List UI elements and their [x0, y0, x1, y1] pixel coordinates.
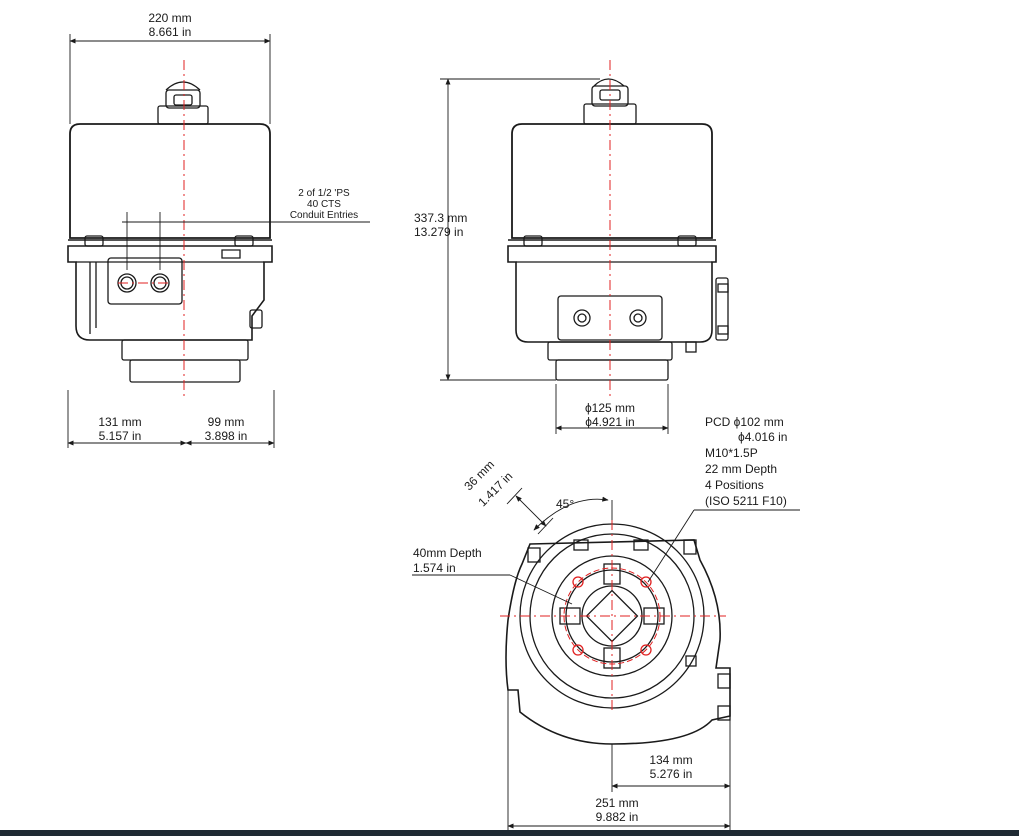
front-left-in: 5.157 in — [98, 429, 142, 443]
conduit-label-line1: 2 of 1/2 'PS — [298, 188, 350, 199]
pcd-line4: 22 mm Depth — [705, 462, 778, 476]
depth-mm: 40mm Depth — [413, 546, 482, 560]
bottom-dimensions — [412, 487, 800, 832]
bottom-width-mm: 251 mm — [595, 796, 639, 810]
pcd-line3: M10*1.5P — [705, 446, 758, 460]
front-width-mm: 220 mm — [148, 11, 192, 25]
conduit-label-line2: 40 CTS — [307, 199, 341, 210]
bottom-width-in: 9.882 in — [595, 810, 639, 824]
output-boss — [129, 359, 241, 383]
indicator-base — [157, 105, 209, 125]
side-view — [507, 78, 729, 381]
pcd-line6: (ISO 5211 F10) — [705, 494, 787, 508]
conduit-label-line3: Conduit Entries — [289, 210, 359, 221]
pcd-line5: 4 Positions — [705, 478, 764, 492]
side-plug — [249, 309, 263, 329]
drive-square — [585, 589, 639, 643]
indicator-dome-side — [593, 78, 625, 87]
side-flange-mm: ϕ125 mm — [584, 401, 636, 415]
front-dimensions — [67, 34, 370, 448]
depth-in: 1.574 in — [413, 561, 456, 575]
side-dimensions — [440, 78, 669, 434]
front-right-in: 3.898 in — [204, 429, 248, 443]
pcd-line2: ϕ4.016 in — [738, 430, 788, 444]
indicator-cap — [165, 89, 201, 109]
front-width-in: 8.661 in — [148, 25, 192, 39]
side-height-mm: 337.3 mm — [414, 211, 468, 225]
body-outline — [67, 245, 273, 341]
side-switch — [715, 277, 729, 341]
pcd-line1: PCD ϕ102 mm — [705, 415, 784, 429]
side-flange-in: ϕ4.921 in — [585, 415, 635, 429]
footer-bar — [0, 830, 1019, 836]
pcd-holes — [572, 576, 652, 656]
cover-outline-side — [511, 123, 713, 239]
conduit-entry-right — [150, 273, 170, 293]
cover-outline — [69, 123, 271, 239]
output-boss-side — [555, 359, 669, 381]
front-left-mm: 131 mm — [98, 415, 142, 429]
front-centerlines — [118, 60, 185, 400]
bottom-view — [505, 523, 731, 745]
offset-mm: 134 mm — [649, 753, 693, 767]
bottom-centerlines — [500, 520, 726, 712]
body-outline-side — [507, 245, 717, 343]
lower-flange — [121, 339, 249, 361]
offset-in: 5.276 in — [649, 767, 693, 781]
side-height-in: 13.279 in — [414, 225, 464, 239]
angle-label: 45° — [556, 497, 575, 511]
indicator-dome — [165, 81, 201, 91]
conduit-plate — [107, 257, 183, 305]
housing-outline — [505, 539, 731, 745]
front-view — [67, 81, 273, 383]
front-right-mm: 99 mm — [207, 415, 245, 429]
